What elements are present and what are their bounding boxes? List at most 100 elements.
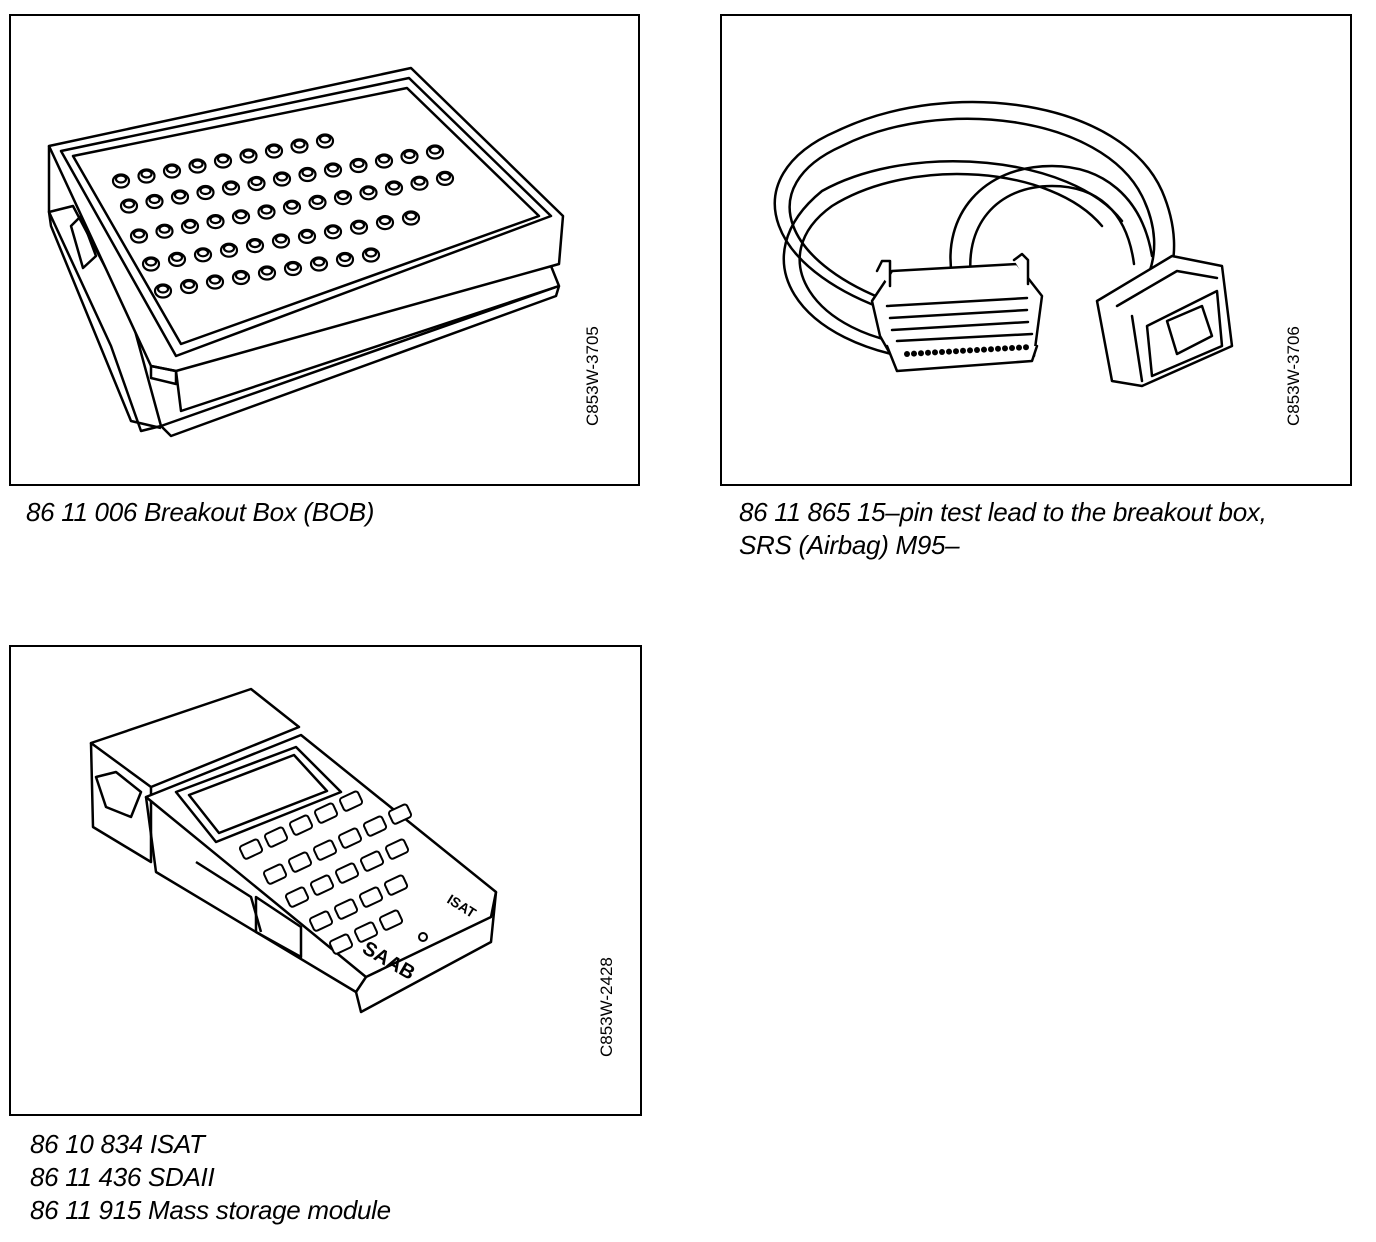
jack-hole-inner (250, 176, 263, 187)
keypad-key (387, 803, 413, 825)
connector-pin (960, 347, 966, 354)
keypad-key (338, 790, 364, 812)
jack-hole-inner (404, 211, 418, 221)
figure-caption: 86 11 865 15–pin test lead to the breako… (739, 496, 1267, 562)
jack-hole-inner (301, 167, 314, 178)
figure-code: C853W-2428 (597, 957, 616, 1057)
jack-hole-inner (326, 163, 340, 173)
jack-hole-inner (326, 225, 340, 235)
connector-pin (988, 346, 994, 353)
jack-hole-inner (222, 243, 236, 253)
connector-pin (1016, 344, 1022, 351)
keypad-key (263, 826, 289, 848)
jack-hole-inner (224, 181, 238, 191)
jack-hole-inner (122, 199, 136, 209)
connector-pin (925, 349, 931, 356)
keypad-key (313, 802, 339, 824)
connector-pin (904, 351, 910, 357)
keypad-key (284, 886, 310, 908)
jack-hole-inner (312, 257, 326, 267)
jack-hole-inner (196, 248, 210, 258)
jack-hole-inner (285, 200, 299, 210)
figure-code: C853W-3705 (583, 326, 602, 426)
jack-hole-inner (260, 266, 274, 276)
keypad-key (378, 909, 404, 931)
caption-line: SRS (Airbag) M95– (739, 530, 960, 560)
jack-hole-inner (352, 220, 366, 230)
keypad-key (358, 886, 384, 908)
keypad-key (359, 850, 385, 872)
connector-pin (939, 349, 945, 355)
keypad-key (238, 838, 264, 860)
connector-pin (911, 350, 917, 357)
connector-pin (1023, 344, 1029, 351)
jack-hole-inner (165, 164, 179, 174)
caption-line: 86 11 915 Mass storage module (30, 1195, 391, 1225)
keypad-key (383, 874, 409, 896)
figure-breakout-box: C853W-3705 (9, 14, 640, 486)
figure-test-lead: C853W-3706 (720, 14, 1352, 486)
keypad-key (384, 838, 410, 860)
connector-pin (953, 348, 959, 355)
jack-hole-inner (248, 239, 262, 249)
jack-hole-inner (242, 149, 255, 159)
connector-pin (981, 346, 987, 353)
jack-hole-inner (377, 154, 391, 164)
jack-hole-inner (182, 279, 196, 290)
figure-isat: SAAB ISAT C853W-2428 (9, 645, 642, 1116)
keypad-key (309, 874, 335, 896)
jack-hole-inner (286, 261, 300, 272)
caption-line: 86 11 865 15–pin test lead to the breako… (739, 497, 1267, 527)
keypad-key (353, 921, 379, 943)
connector-pin (974, 347, 980, 353)
breakout-box-drawing (47, 66, 565, 438)
caption-line: 86 10 834 ISAT (30, 1129, 205, 1159)
figure-code: C853W-3706 (1284, 326, 1303, 426)
jack-hole-inner (173, 190, 187, 200)
jack-hole-inner (140, 169, 153, 179)
connector-pin (1009, 345, 1015, 351)
jack-hole-inner (114, 174, 128, 184)
jack-hole-inner (362, 186, 375, 196)
keypad-key (288, 814, 314, 836)
jack-hole-inner (274, 234, 288, 244)
connector-pin (946, 348, 952, 355)
jack-hole-inner (199, 185, 212, 196)
keypad-key (312, 839, 338, 861)
keypad-key (334, 862, 360, 884)
jack-hole-inner (158, 224, 171, 234)
jack-hole-inner (275, 172, 289, 182)
caption-line: 86 11 006 Breakout Box (BOB) (26, 497, 375, 527)
keypad-key (333, 898, 359, 920)
jack-hole-inner (318, 134, 332, 144)
keypad-key (287, 851, 313, 873)
jack-hole-inner (311, 195, 324, 205)
jack-hole-inner (336, 191, 350, 201)
jack-hole-inner (428, 145, 442, 155)
jack-hole-inner (208, 275, 222, 285)
connector-pin (967, 347, 973, 354)
connector-pin (932, 349, 938, 356)
jack-hole-inner (438, 171, 452, 181)
keypad-key (262, 863, 288, 885)
jack-hole-inner (293, 139, 306, 149)
jack-hole-inner (156, 284, 170, 294)
jack-hole-inner (191, 159, 204, 169)
jack-hole-inner (403, 149, 416, 160)
jack-hole-inner (170, 252, 184, 262)
figure-caption: 86 10 834 ISAT 86 11 436 SDAII 86 11 915… (30, 1128, 391, 1227)
isat-handheld-drawing: SAAB ISAT (89, 687, 498, 1014)
caption-line: 86 11 436 SDAII (30, 1162, 215, 1192)
jack-hole-inner (352, 158, 365, 169)
jack-hole-inner (267, 144, 281, 154)
jack-hole-inner (260, 205, 273, 215)
test-lead-cable-drawing (773, 100, 1234, 388)
keypad-key (362, 815, 388, 837)
jack-hole-inner (234, 270, 248, 281)
jack-hole-inner (338, 252, 352, 263)
jack-hole-inner (216, 154, 230, 164)
jack-hole-inner (144, 257, 158, 267)
jack-hole-inner (387, 181, 401, 191)
keypad-key (337, 827, 363, 849)
connector-pin (995, 345, 1001, 352)
